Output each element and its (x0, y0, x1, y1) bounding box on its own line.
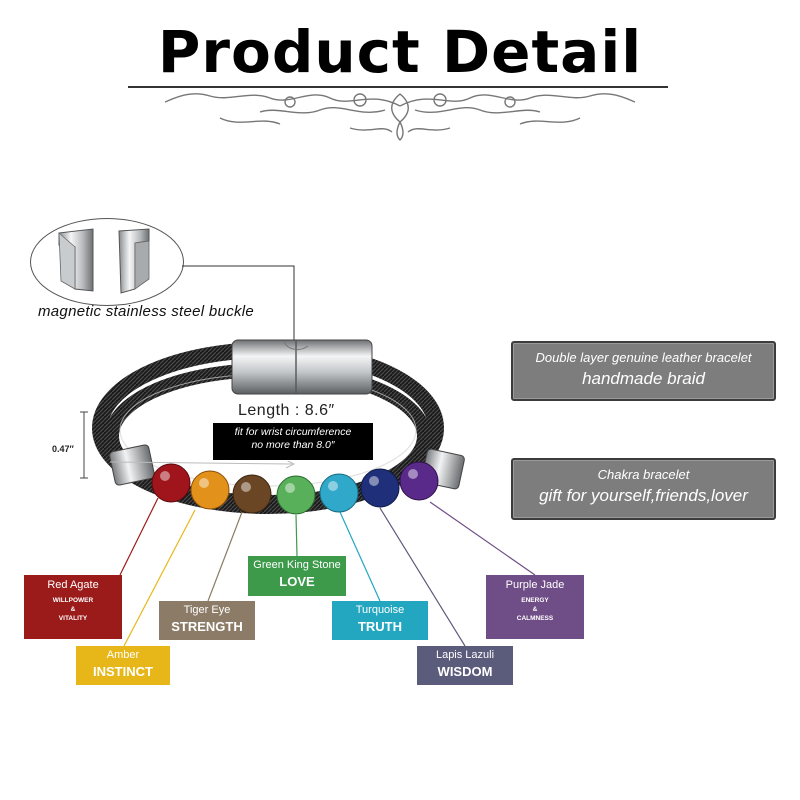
stone-meaning: LOVE (279, 574, 315, 589)
stone-meaning: & (70, 606, 76, 613)
buckle-caption: magnetic stainless steel buckle (38, 303, 255, 320)
stone-name: Red Agate (47, 579, 99, 591)
page-title: Product Detail (157, 18, 643, 86)
left-end-cap (109, 444, 155, 486)
title-underline (128, 86, 668, 88)
fit-note-line2: no more than 8.0″ (251, 439, 335, 451)
leather-info-line2: handmade braid (582, 369, 705, 388)
stone-meaning: VITALITY (58, 615, 88, 622)
stone-tag-purple-jade: Purple Jade ENERGY & CALMNESS (486, 575, 584, 639)
stone-name: Amber (106, 649, 140, 661)
stone-meaning: ENERGY (521, 597, 549, 604)
chakra-info-panel: Chakra bracelet gift for yourself,friend… (511, 458, 776, 520)
stone-tag-green-king-stone: Green King Stone LOVE (248, 556, 346, 596)
stone-tag-turquoise: Turquoise TRUTH (332, 601, 428, 640)
fit-note-line1: fit for wrist circumference (234, 426, 352, 438)
ornament-divider (164, 93, 636, 141)
stone-meaning: & (532, 606, 538, 613)
stone-name: Green King Stone (253, 559, 341, 571)
stone-tag-amber: Amber INSTINCT (76, 646, 170, 685)
stone-tag-tiger-eye: Tiger Eye STRENGTH (159, 601, 255, 640)
bead-lapis-lazuli (360, 468, 400, 508)
bead-red-agate (151, 463, 191, 503)
buckle-closeup-image (58, 228, 150, 294)
stone-name: Purple Jade (505, 579, 565, 591)
length-label: Length : 8.6″ (238, 402, 335, 419)
stone-tag-lapis-lazuli: Lapis Lazuli WISDOM (417, 646, 513, 685)
stone-meaning: INSTINCT (93, 664, 153, 679)
stone-meaning: TRUTH (357, 619, 403, 634)
stone-name: Lapis Lazuli (435, 649, 495, 661)
bead-green-king-stone (276, 475, 316, 515)
bead-amber (190, 470, 230, 510)
chakra-info-line2: gift for yourself,friends,lover (539, 486, 748, 505)
stone-meaning: CALMNESS (516, 615, 554, 622)
stone-meaning: WISDOM (437, 664, 493, 679)
buckle-closeup (30, 218, 184, 306)
stone-name: Tiger Eye (183, 604, 231, 616)
leather-info-panel: Double layer genuine leather bracelet ha… (511, 341, 776, 401)
chakra-beads (151, 461, 439, 515)
width-label: 0.47″ (52, 444, 74, 454)
stone-meaning: STRENGTH (171, 619, 243, 634)
stone-name: Turquoise (355, 604, 405, 616)
stone-meaning: WILLPOWER (52, 597, 94, 604)
width-dimension-bracket (80, 411, 88, 479)
leather-info-line1: Double layer genuine leather bracelet (535, 350, 752, 365)
bead-tiger-eye (232, 474, 272, 514)
bead-purple-jade (399, 461, 439, 501)
fit-note-box: fit for wrist circumference no more than… (212, 422, 374, 461)
stone-tag-red-agate: Red Agate WILLPOWER & VITALITY (24, 575, 122, 639)
steel-buckle (231, 339, 373, 395)
bead-turquoise (319, 473, 359, 513)
chakra-info-line1: Chakra bracelet (597, 467, 690, 482)
